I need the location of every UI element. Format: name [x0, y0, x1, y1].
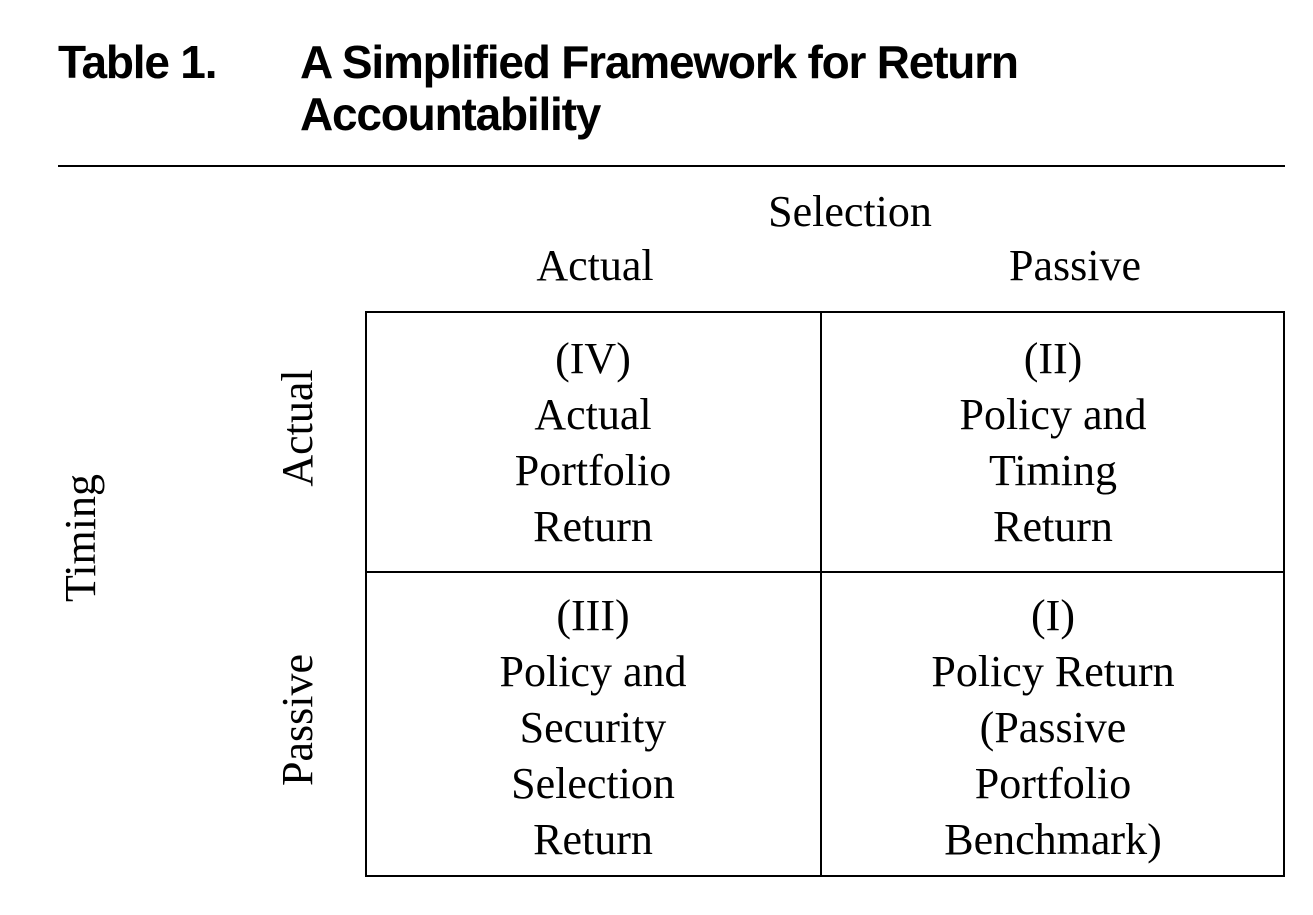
cell-line: (IV) [555, 334, 631, 383]
cell-line: Policy and [959, 390, 1147, 439]
cell-line: Portfolio [974, 759, 1132, 808]
cell-line: Return [993, 502, 1113, 551]
cell-line: Benchmark) [944, 815, 1162, 864]
timing-header: Timing [56, 474, 105, 603]
row-header-actual: Actual [273, 369, 322, 487]
cell-line: (Passive [979, 703, 1127, 752]
cell-line: Policy Return [931, 647, 1175, 696]
column-header-passive: Passive [1009, 241, 1141, 290]
grid-horizontal-divider [367, 571, 1283, 573]
row-header-passive: Passive [273, 654, 322, 786]
selection-header: Selection [768, 187, 932, 236]
table-title: A Simplified Framework for Return Accoun… [300, 36, 1019, 140]
grid-vertical-divider [820, 313, 822, 875]
cell-line: Return [533, 815, 653, 864]
column-header-actual: Actual [536, 241, 654, 290]
cell-line: Actual [534, 390, 652, 439]
cell-line: Security [519, 703, 667, 752]
cell-line: (II) [1023, 334, 1083, 383]
title-rule [58, 165, 1285, 167]
cell-line: Portfolio [514, 446, 672, 495]
cell-line: Selection [511, 759, 675, 808]
cell-policy-timing-return: (II) Policy and Timing Return [822, 331, 1284, 555]
cell-actual-portfolio-return: (IV) Actual Portfolio Return [366, 331, 820, 555]
cell-line: Return [533, 502, 653, 551]
cell-policy-security-selection-return: (III) Policy and Security Selection Retu… [366, 588, 820, 868]
cell-line: Policy and [499, 647, 687, 696]
cell-policy-return: (I) Policy Return (Passive Portfolio Ben… [822, 588, 1284, 868]
table-number: Table 1. [58, 36, 217, 88]
cell-line: Timing [988, 446, 1117, 495]
framework-grid [365, 311, 1285, 877]
cell-line: (III) [556, 591, 630, 640]
cell-line: (I) [1031, 591, 1075, 640]
